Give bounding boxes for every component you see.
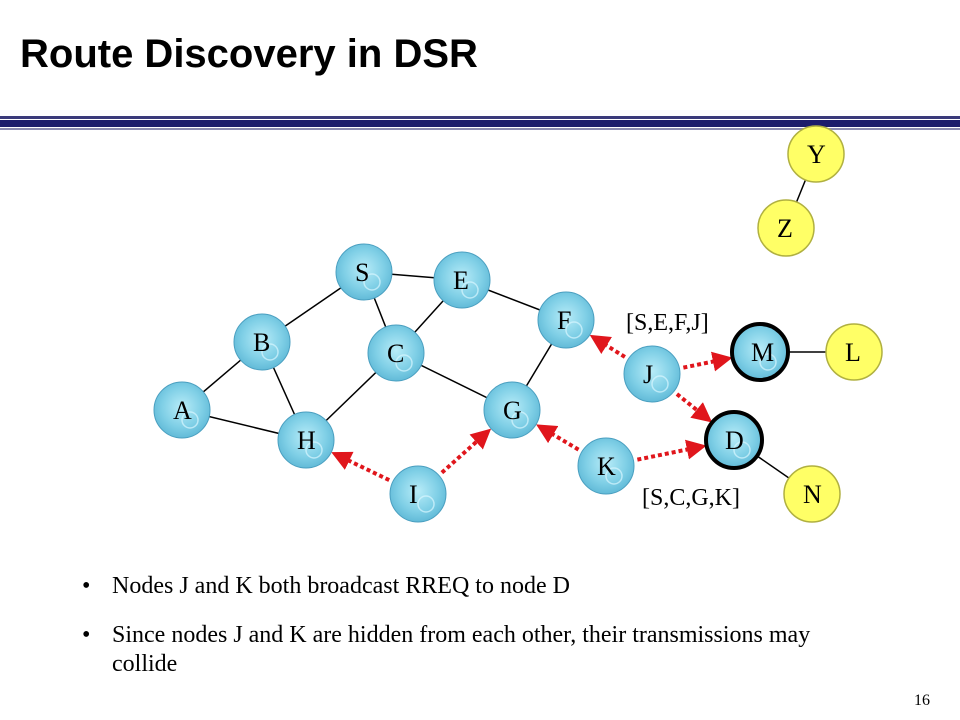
broadcast-K-D	[636, 439, 707, 462]
node-K: K	[577, 437, 635, 495]
node-circle-A	[153, 381, 211, 439]
node-M: M	[730, 322, 790, 382]
node-circle-B	[233, 313, 291, 371]
bubble-texture	[733, 441, 751, 459]
node-N: N	[783, 465, 841, 523]
node-circle-K	[577, 437, 635, 495]
node-label-E: E	[453, 266, 469, 295]
slide-title: Route Discovery in DSR	[20, 32, 478, 76]
bubble-texture	[651, 375, 669, 393]
node-circle-F	[537, 291, 595, 349]
node-S: S	[335, 243, 393, 301]
bubble-texture	[181, 411, 199, 429]
nodes-layer: S E F B C A G H I K J M D Y Z L N	[153, 125, 883, 523]
node-circle-M	[730, 322, 790, 382]
node-label-K: K	[597, 452, 616, 481]
path-label-sefj: [S,E,F,J]	[626, 310, 709, 336]
bubble-texture	[565, 321, 583, 339]
node-label-A: A	[173, 396, 192, 425]
bubble-texture	[395, 354, 413, 372]
node-label-Y: Y	[807, 140, 826, 169]
node-label-S: S	[355, 258, 369, 287]
node-J: J	[623, 345, 681, 403]
node-F: F	[537, 291, 595, 349]
bubble-texture	[511, 411, 529, 429]
page-number: 16	[914, 692, 930, 709]
node-label-D: D	[725, 426, 744, 455]
node-label-N: N	[803, 480, 822, 509]
node-label-H: H	[297, 426, 316, 455]
node-Y: Y	[787, 125, 845, 183]
node-D: D	[704, 410, 764, 470]
node-Z: Z	[757, 199, 815, 257]
node-circle-J	[623, 345, 681, 403]
node-circle-N	[783, 465, 841, 523]
title-rule	[0, 116, 960, 130]
bullet-item: Nodes J and K both broadcast RREQ to nod…	[80, 572, 860, 601]
node-circle-Z	[757, 199, 815, 257]
broadcast-K-G	[536, 424, 580, 452]
node-L: L	[825, 323, 883, 381]
broadcast-J-F	[589, 334, 626, 359]
node-circle-H	[277, 411, 335, 469]
bullet-list: Nodes J and K both broadcast RREQ to nod…	[80, 572, 860, 698]
node-C: C	[367, 324, 425, 382]
node-circle-I	[389, 465, 447, 523]
broadcast-layer	[331, 334, 733, 482]
node-E: E	[433, 251, 491, 309]
node-label-C: C	[387, 339, 404, 368]
broadcast-I-H	[331, 451, 391, 482]
bubble-texture	[759, 353, 777, 371]
bubble-texture	[605, 467, 623, 485]
node-B: B	[233, 313, 291, 371]
node-label-J: J	[643, 360, 653, 389]
node-label-I: I	[409, 480, 418, 509]
node-H: H	[277, 411, 335, 469]
node-circle-C	[367, 324, 425, 382]
broadcast-J-M	[682, 351, 733, 372]
node-G: G	[483, 381, 541, 439]
node-label-B: B	[253, 328, 270, 357]
node-circle-E	[433, 251, 491, 309]
broadcast-J-D	[675, 392, 713, 423]
node-I: I	[389, 465, 447, 523]
node-label-Z: Z	[777, 214, 793, 243]
bubble-texture	[417, 495, 435, 513]
node-label-L: L	[845, 338, 861, 367]
node-circle-L	[825, 323, 883, 381]
bubble-texture	[363, 273, 381, 291]
node-label-F: F	[557, 306, 571, 335]
bubble-texture	[305, 441, 323, 459]
node-circle-G	[483, 381, 541, 439]
bubble-texture	[261, 343, 279, 361]
node-circle-D	[704, 410, 764, 470]
node-label-M: M	[751, 338, 774, 367]
node-label-G: G	[503, 396, 522, 425]
node-circle-Y	[787, 125, 845, 183]
path-label-scgk: [S,C,G,K]	[642, 485, 740, 511]
bubble-texture	[461, 281, 479, 299]
broadcast-I-G	[440, 428, 492, 475]
node-circle-S	[335, 243, 393, 301]
bullet-item: Since nodes J and K are hidden from each…	[80, 621, 860, 679]
node-A: A	[153, 381, 211, 439]
